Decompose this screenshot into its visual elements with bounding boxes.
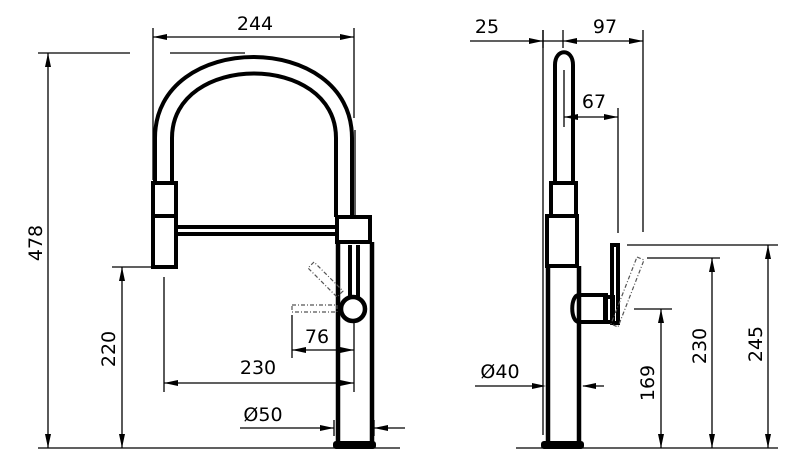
front-faucet-outline [151,55,376,449]
dim-body-diameter-front: Ø50 [240,404,405,436]
side-faucet-outline [541,30,645,449]
dim-spray-height: 220 [98,266,153,448]
label-d40: Ø40 [480,361,519,383]
dim-top-offsets: 25 97 [470,16,644,232]
label-245: 245 [745,326,767,362]
label-25: 25 [475,16,499,38]
dim-handle-reach: 67 [564,91,619,233]
dim-total-height: 478 [25,52,400,449]
label-230-side: 230 [689,328,711,364]
label-478: 478 [25,225,47,261]
label-169: 169 [637,365,659,401]
label-220: 220 [98,331,120,367]
label-76: 76 [305,326,329,348]
dim-handle-base-height: 169 [634,308,672,448]
dim-handle-offset: 76 [291,315,354,358]
dim-body-diameter-side: Ø40 [475,361,604,389]
dim-reach: 230 [163,277,355,392]
label-67: 67 [582,91,606,113]
label-230-front: 230 [240,357,276,379]
front-view: 244 478 220 230 [25,13,405,449]
label-244: 244 [237,13,273,35]
dim-handle-top-height: 245 [627,244,778,448]
handle-alt-positions [291,261,344,313]
label-d50: Ø50 [243,404,282,426]
label-97: 97 [593,16,617,38]
dim-spout-width: 244 [152,13,355,180]
side-view: 25 97 67 245 230 [470,16,778,449]
dim-handle-raised-height: 230 [647,257,720,448]
